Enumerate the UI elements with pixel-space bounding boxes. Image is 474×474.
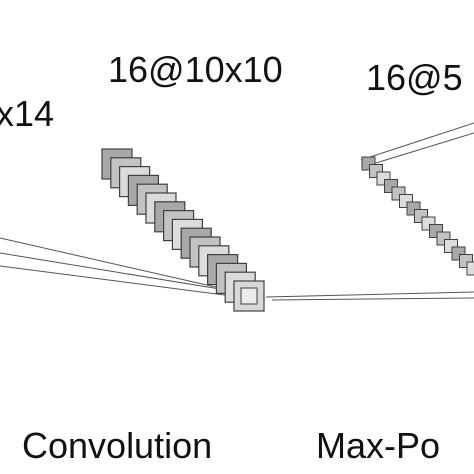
connection-lines — [0, 122, 474, 301]
connection-line — [365, 132, 474, 167]
pool-feature-map — [466, 261, 474, 276]
conv-receptive-field — [240, 287, 258, 305]
connection-line — [271, 297, 474, 301]
max-pooling-stage-label: Max-Po — [316, 425, 441, 466]
connection-line — [0, 265, 233, 297]
convolution-stage-label: Convolution — [22, 425, 213, 466]
connection-line — [265, 291, 474, 298]
connection-line — [360, 122, 474, 161]
connection-line — [0, 252, 239, 293]
pool-feature-map-stack — [361, 156, 474, 276]
pool-dim-label: 16@5 — [366, 57, 463, 98]
input-dim-label: x14 — [0, 93, 55, 134]
conv-feature-map-stack — [101, 148, 265, 312]
conv-dim-label: 16@10x10 — [108, 49, 283, 90]
connection-line — [0, 237, 243, 294]
